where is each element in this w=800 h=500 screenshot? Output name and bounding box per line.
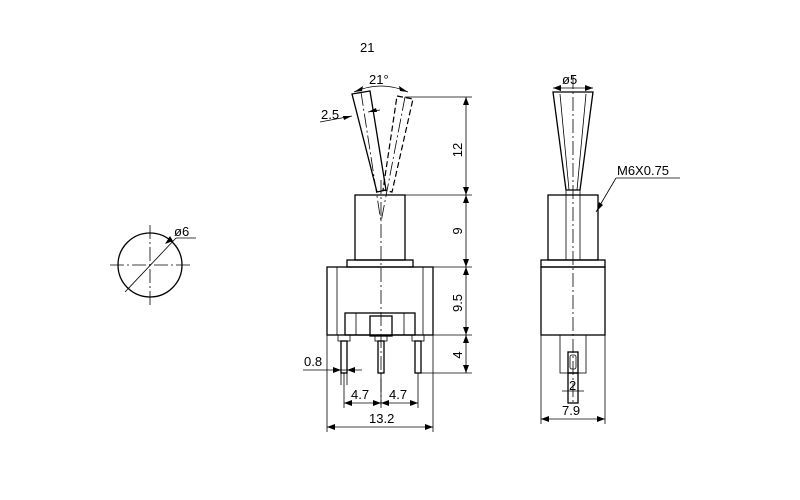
side-lever-inner-right	[576, 93, 587, 191]
side-lever-inner-left	[559, 93, 570, 191]
terminal-base-right	[411, 334, 425, 342]
thread-label: M6X0.75	[617, 163, 669, 178]
h-arrow-2	[463, 187, 469, 195]
body	[326, 266, 434, 336]
angle-label: 21°	[369, 72, 389, 87]
h-arrow-8	[463, 365, 469, 373]
bw-arrow-2	[425, 424, 433, 430]
ld-arrow-1	[553, 85, 561, 91]
pitch-right-label: 4.7	[389, 387, 407, 402]
angle-arrow-left	[354, 86, 363, 92]
body-width-label: 13.2	[369, 411, 394, 426]
front-view: 21° 2.5	[303, 72, 472, 432]
side-terminal-label: 2	[569, 378, 576, 393]
p-arrow-2	[373, 400, 381, 406]
h-arrow-7	[463, 335, 469, 343]
sw-arrow-2	[597, 416, 605, 422]
h-arrow-4	[463, 259, 469, 267]
top-fragment-label: 21	[360, 40, 374, 55]
side-bushing	[547, 194, 599, 261]
flange	[346, 259, 414, 268]
terminal-width-label: 0.8	[304, 354, 322, 369]
pitch-left-label: 4.7	[351, 387, 369, 402]
lever-solid	[351, 90, 387, 193]
hole-diameter-leader	[124, 237, 177, 293]
lever-dashed	[382, 95, 414, 193]
terminal-right	[414, 340, 422, 374]
h-arrow-3	[463, 195, 469, 203]
mounting-hole-view: ø6	[110, 224, 196, 305]
tw-arrow-1	[333, 367, 341, 373]
lever-axis-right	[380, 96, 406, 223]
sw-arrow-1	[541, 416, 549, 422]
p-arrow-3	[381, 400, 389, 406]
lever-width-label: 2.5	[321, 107, 339, 122]
bw-arrow-1	[327, 424, 335, 430]
side-view: ø5 M6X0.75 2 7.9	[540, 72, 680, 424]
lever-diameter-label: ø5	[562, 72, 577, 87]
h-arrow-1	[463, 97, 469, 105]
p-arrow-1	[344, 400, 352, 406]
hole-arrow	[165, 236, 173, 244]
hole-diameter-label: ø6	[174, 224, 189, 239]
bushing-height-label: 9	[450, 227, 465, 234]
bushing	[354, 194, 406, 261]
lever-width-arrow-1	[343, 116, 352, 120]
terminal-length-label: 4	[450, 351, 465, 358]
angle-arrow-right	[399, 86, 408, 92]
terminal-base-left	[337, 334, 351, 342]
lever-height-label: 12	[450, 143, 465, 157]
h-arrow-5	[463, 267, 469, 275]
side-width-label: 7.9	[562, 403, 580, 418]
lever-width-arrow-2	[368, 108, 377, 112]
ld-arrow-2	[585, 85, 593, 91]
p-arrow-4	[410, 400, 418, 406]
tw-arrow-2	[347, 367, 355, 373]
h-arrow-6	[463, 327, 469, 335]
body-height-label: 9.5	[450, 294, 465, 312]
thread-arrow	[597, 202, 603, 211]
terminal-left	[340, 340, 348, 374]
